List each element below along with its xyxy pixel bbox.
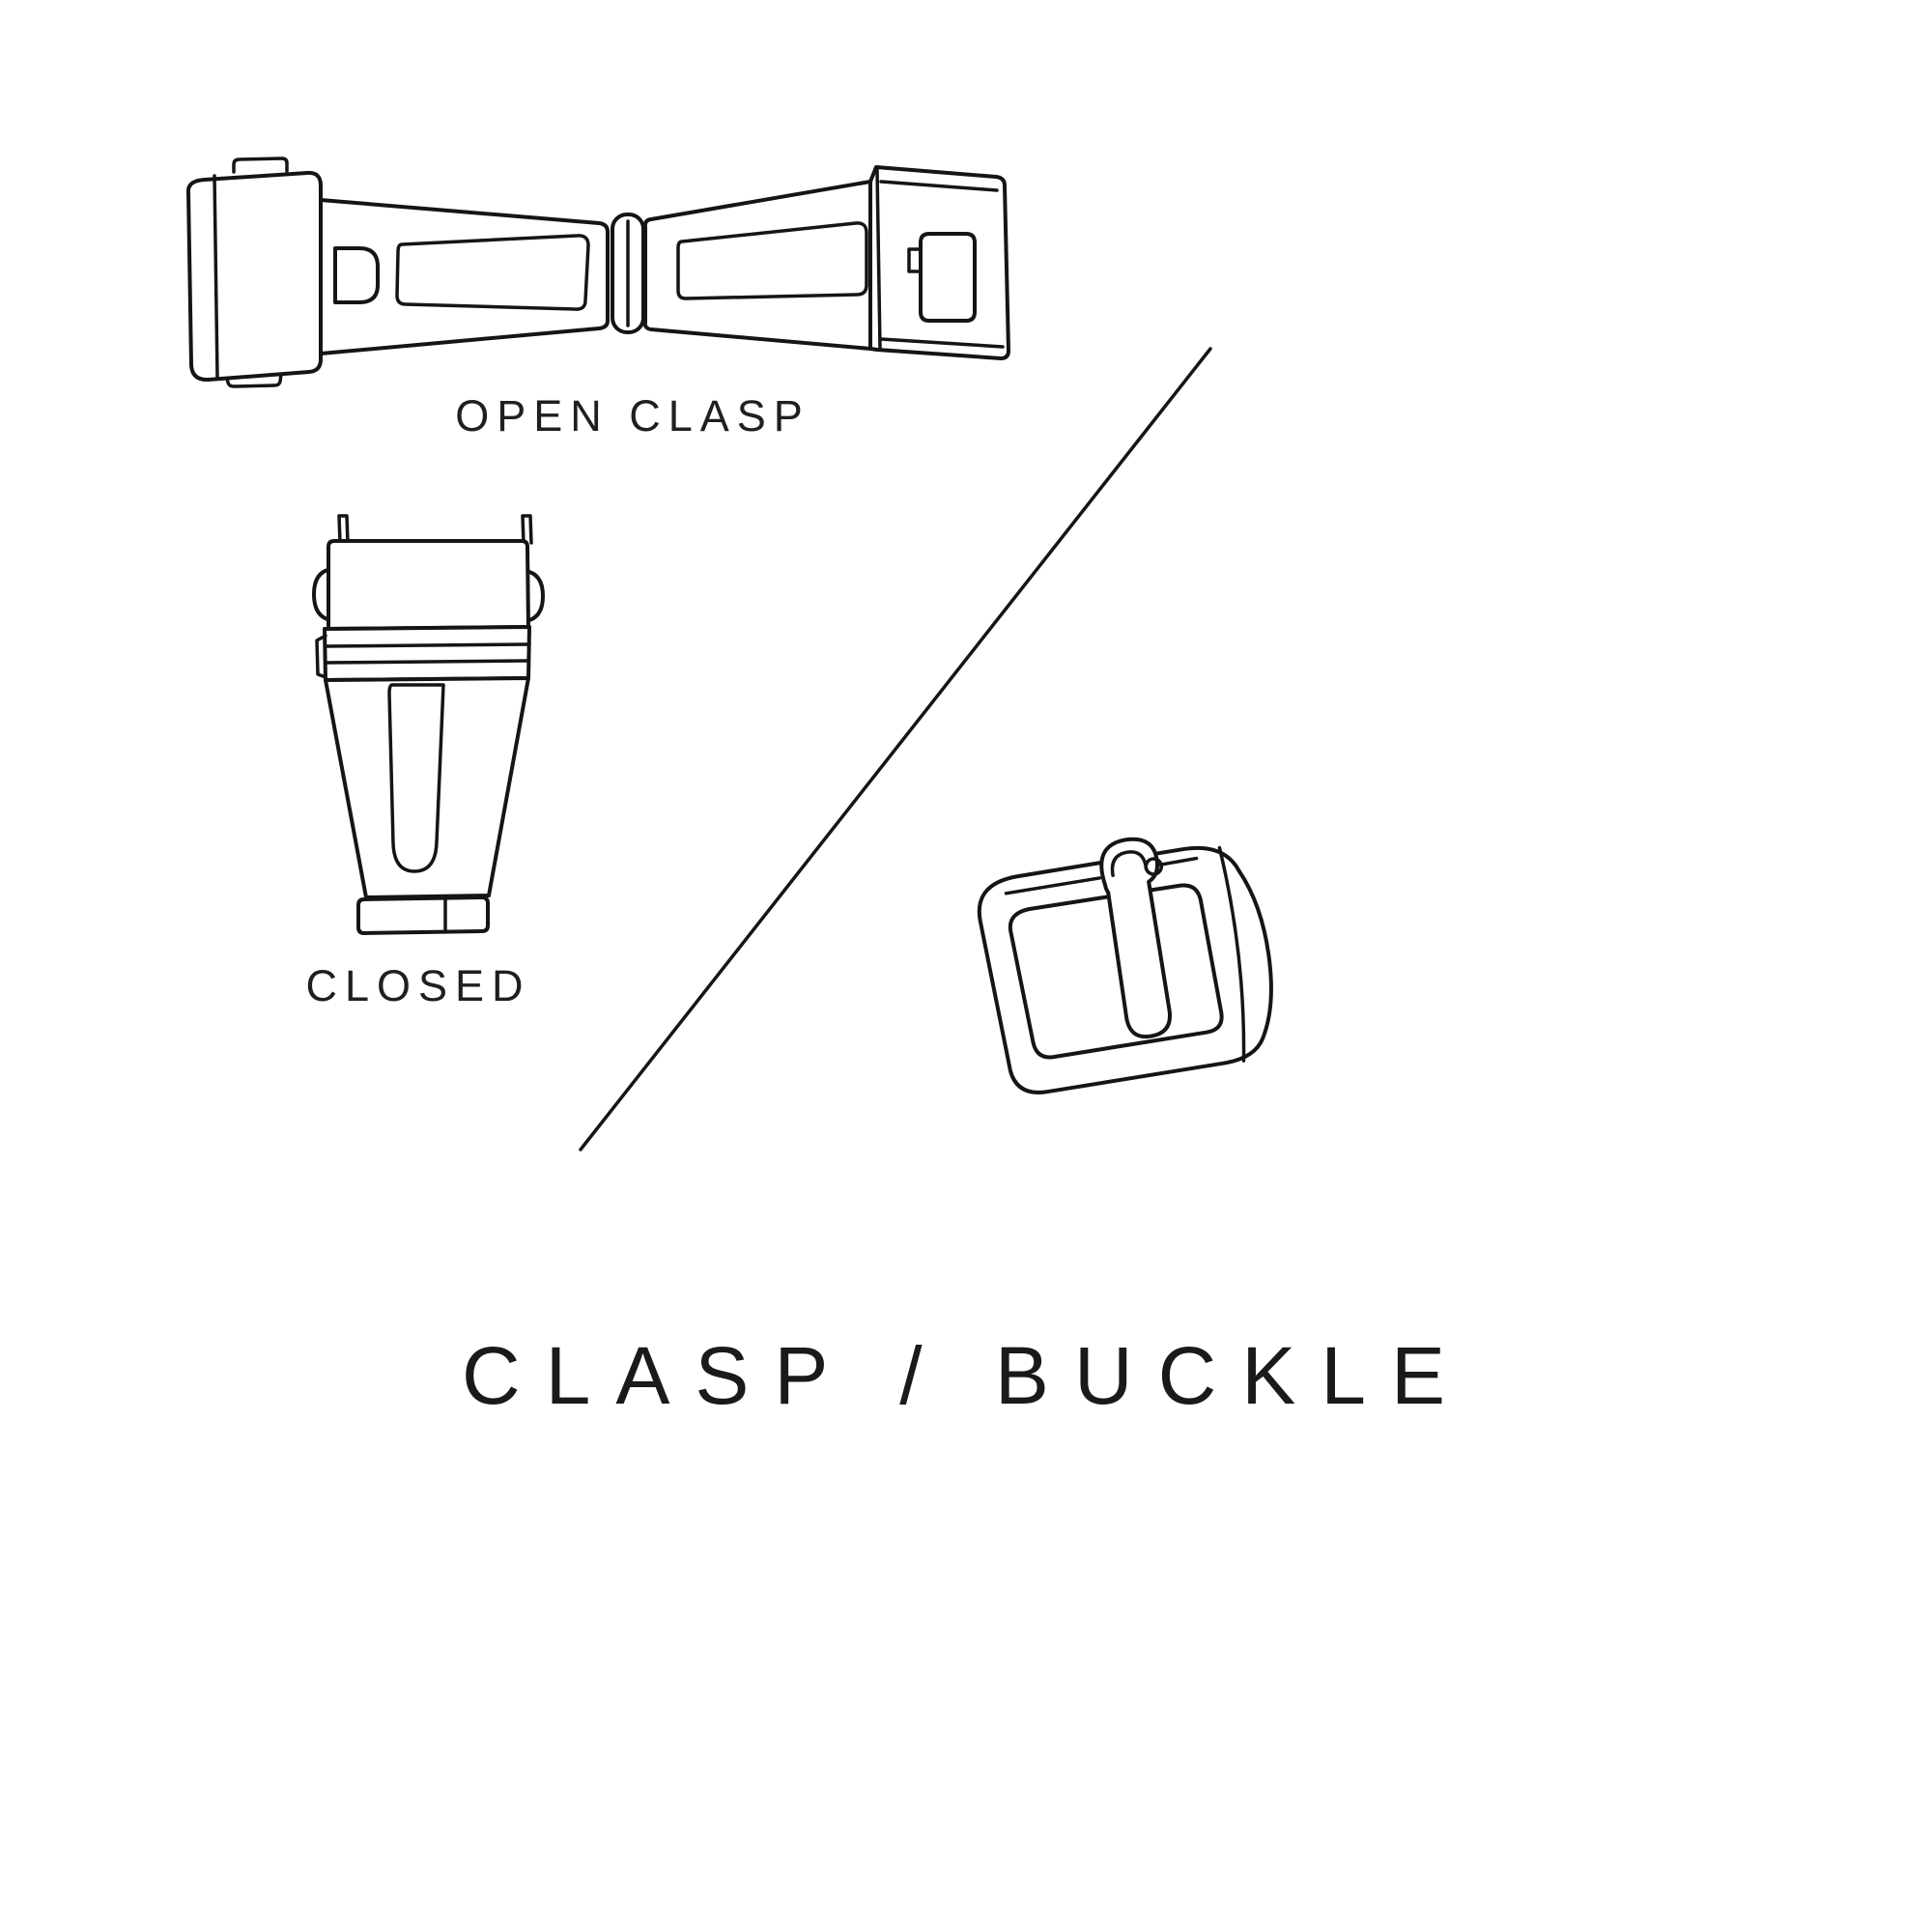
open-clasp-catch-tab [907, 247, 923, 273]
open-clasp-illustration [185, 156, 1010, 388]
open-clasp-left-end-piece [185, 170, 323, 383]
open-clasp-right-end-fold-line [875, 168, 882, 350]
closed-clasp-left-prong [337, 514, 350, 545]
buckle-coil [1144, 857, 1164, 876]
open-clasp-left-end-top-tab [232, 156, 289, 174]
buckle-pin-bar-right [1158, 856, 1199, 867]
open-clasp-left-notch [333, 246, 380, 304]
open-clasp-catch [919, 232, 977, 323]
open-clasp-left-window [395, 234, 590, 311]
tang-buckle-illustration [977, 837, 1273, 1094]
buckle-right-thickness-edge [1217, 845, 1246, 1063]
closed-clasp-left-notch [315, 634, 327, 679]
buckle-tongue-loop-line [1110, 850, 1149, 877]
closed-clasp-illustration [312, 514, 545, 935]
open-clasp-right-end-top-edge [879, 180, 999, 192]
closed-clasp-top-block [327, 539, 530, 631]
closed-clasp-band-line-2 [324, 659, 530, 665]
closed-clasp-body [324, 676, 530, 899]
open-clasp-right-end-bottom-edge [879, 337, 1005, 349]
open-clasp-label: OPEN CLASP [455, 391, 810, 440]
closed-clasp-foot [356, 895, 490, 935]
closed-clasp-slot [387, 683, 445, 873]
buckle-pin-bar-left [1004, 876, 1102, 895]
closed-clasp-band [323, 625, 531, 682]
open-clasp-left-end-bottom-tab [224, 372, 283, 388]
closed-clasp-right-prong [521, 514, 533, 545]
closed-clasp-label: CLOSED [305, 961, 531, 1010]
open-clasp-right-window [676, 221, 868, 300]
open-clasp-left-end-fold-line [213, 174, 219, 380]
buckle-tongue [1099, 837, 1173, 1039]
closed-clasp-band-line-1 [324, 642, 531, 648]
diagonal-divider-line [579, 347, 1212, 1151]
page-title: CLASP / BUCKLE [461, 1330, 1471, 1421]
